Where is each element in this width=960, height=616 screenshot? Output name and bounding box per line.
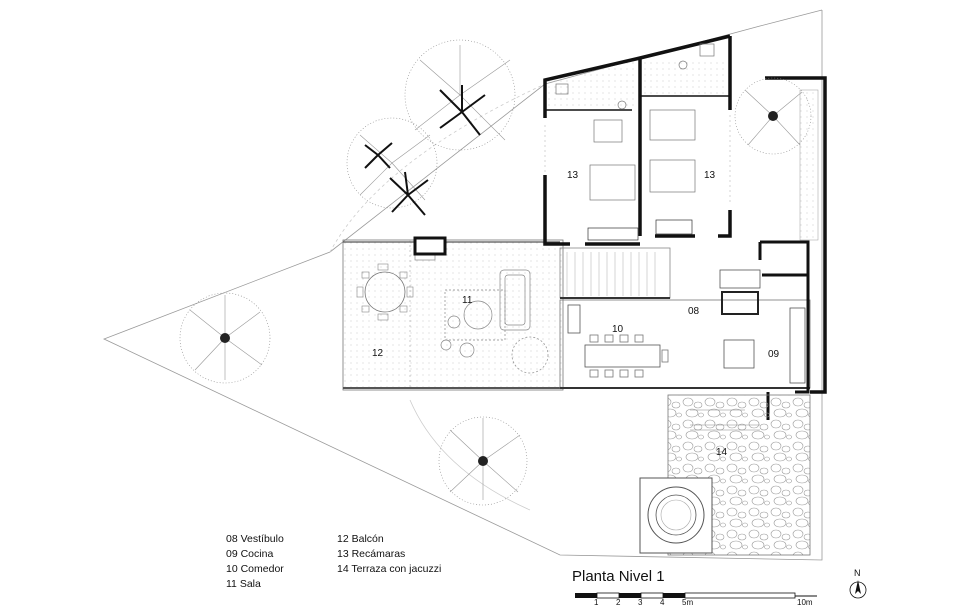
- room-label-11: 11: [462, 295, 473, 306]
- room-label-12: 12: [372, 348, 384, 359]
- room-label-14: 14: [716, 447, 728, 458]
- legend-column-1: 08 Vestíbulo 09 Cocina 10 Comedor 11 Sal…: [226, 532, 284, 592]
- bedroom-block: [543, 34, 732, 246]
- tree-stars: [364, 85, 486, 216]
- scale-tick-label: 4: [660, 598, 665, 607]
- tree-symbols: [179, 39, 812, 506]
- garden-strip: [799, 89, 819, 241]
- scale-tick-label: 3: [638, 598, 643, 607]
- scale-tick-label: 1: [594, 598, 599, 607]
- scale-tick-label: 2: [616, 598, 621, 607]
- scale-tick-label: 10m: [797, 598, 813, 607]
- scale-tick-label: 5m: [682, 598, 694, 607]
- north-label: N: [854, 568, 861, 578]
- legend-item: 13 Recámaras: [337, 548, 406, 560]
- legend-item: 11 Sala: [226, 578, 261, 590]
- terrace: [639, 394, 811, 556]
- legend-item: 08 Vestíbulo: [226, 533, 284, 545]
- east-wall: [765, 76, 827, 394]
- north-arrow-icon: [849, 580, 867, 599]
- living-wing: [342, 236, 564, 391]
- tree-trunks: [220, 111, 778, 466]
- room-label-13-right: 13: [704, 170, 716, 181]
- room-label-08: 08: [688, 306, 700, 317]
- legend-item: 09 Cocina: [226, 548, 274, 560]
- legend-item: 14 Terraza con jacuzzi: [337, 563, 442, 575]
- room-label-09: 09: [768, 349, 780, 360]
- room-label-10: 10: [612, 324, 624, 335]
- plan-title: Planta Nivel 1: [572, 568, 665, 585]
- room-label-13-left: 13: [567, 170, 579, 181]
- scale-bar: [575, 592, 817, 599]
- legend-item: 12 Balcón: [337, 533, 384, 545]
- central-block: [511, 247, 811, 389]
- legend-column-2: 12 Balcón 13 Recámaras 14 Terraza con ja…: [337, 532, 441, 577]
- legend-item: 10 Comedor: [226, 563, 284, 575]
- kitchen-walls: [758, 240, 810, 420]
